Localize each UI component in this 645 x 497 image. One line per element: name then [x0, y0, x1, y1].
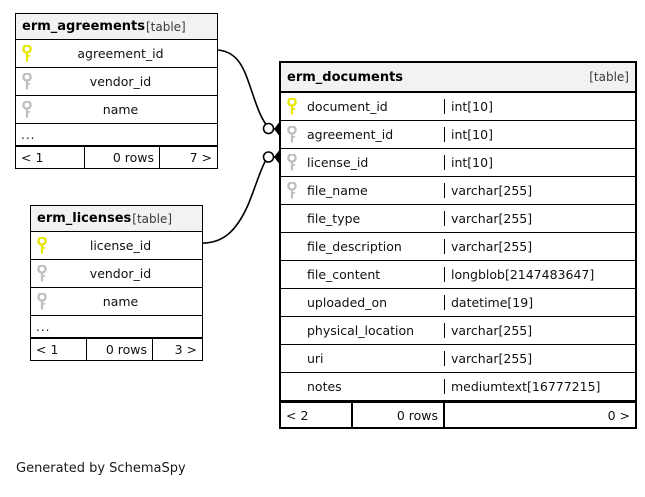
column-row-name[interactable]: name — [16, 96, 217, 124]
column-row-file-name[interactable]: file_name varchar[255] — [281, 177, 635, 205]
table-header-erm-agreements: erm_agreements [table] — [16, 14, 217, 40]
column-name: document_id — [307, 99, 388, 114]
primary-key-icon — [31, 236, 53, 255]
column-type: varchar[255] — [444, 183, 635, 198]
zero-cardinality-marker — [262, 122, 275, 135]
generator-credit: Generated by SchemaSpy — [16, 461, 186, 476]
child-count[interactable]: 7 > — [159, 147, 217, 168]
column-type: varchar[255] — [444, 351, 635, 366]
column-row-vendor-id[interactable]: vendor_id — [31, 260, 202, 288]
column-type: longblob[2147483647] — [444, 267, 635, 282]
column-row-uri[interactable]: uri varchar[255] — [281, 345, 635, 373]
primary-key-icon — [16, 44, 38, 63]
parent-count[interactable]: < 1 — [21, 150, 44, 165]
foreign-key-icon — [281, 181, 303, 200]
column-name: vendor_id — [89, 266, 152, 281]
child-count[interactable]: 3 > — [152, 339, 202, 360]
column-name: file_description — [307, 239, 402, 254]
column-row-agreement-id[interactable]: agreement_id int[10] — [281, 121, 635, 149]
table-header-erm-licenses: erm_licenses [table] — [31, 206, 202, 232]
table-kind-label: [table] — [132, 211, 173, 226]
row-count: 0 rows — [84, 147, 159, 168]
foreign-key-icon — [31, 264, 53, 283]
table-title: erm_documents — [287, 69, 404, 85]
table-footer-erm-documents: < 2 0 rows 0 > — [281, 401, 635, 427]
column-name: file_content — [307, 267, 381, 282]
table-title: erm_licenses — [37, 211, 132, 226]
column-row-physical-location[interactable]: physical_location varchar[255] — [281, 317, 635, 345]
more-columns-indicator: ... — [31, 316, 202, 338]
column-name: notes — [307, 379, 342, 394]
column-type: int[10] — [444, 127, 635, 142]
column-row-file-description[interactable]: file_description varchar[255] — [281, 233, 635, 261]
child-count[interactable]: 0 > — [443, 403, 635, 427]
column-row-uploaded-on[interactable]: uploaded_on datetime[19] — [281, 289, 635, 317]
column-name: physical_location — [307, 323, 415, 338]
foreign-key-icon — [31, 292, 53, 311]
relationship-agreements-documents — [217, 49, 279, 136]
table-erm-documents[interactable]: erm_documents [table] document_id int[10… — [279, 61, 637, 429]
column-type: varchar[255] — [444, 239, 635, 254]
column-name: name — [102, 294, 139, 309]
column-name: name — [102, 102, 139, 117]
column-row-agreement-id[interactable]: agreement_id — [16, 40, 217, 68]
column-row-name[interactable]: name — [31, 288, 202, 316]
column-row-license-id[interactable]: license_id int[10] — [281, 149, 635, 177]
parent-count[interactable]: < 1 — [36, 342, 59, 357]
column-name: license_id — [307, 155, 369, 170]
more-columns-indicator: ... — [16, 124, 217, 146]
column-type: varchar[255] — [444, 211, 635, 226]
table-kind-label: [table] — [145, 19, 186, 34]
column-row-file-content[interactable]: file_content longblob[2147483647] — [281, 261, 635, 289]
table-kind-label: [table] — [589, 70, 629, 84]
column-name: uri — [307, 351, 324, 366]
column-type: datetime[19] — [444, 295, 635, 310]
zero-cardinality-marker — [262, 151, 275, 163]
table-title: erm_agreements — [22, 19, 145, 34]
parent-count[interactable]: < 2 — [286, 407, 309, 423]
foreign-key-icon — [16, 100, 38, 119]
table-footer-erm-agreements: < 1 0 rows 7 > — [16, 146, 217, 168]
column-name: agreement_id — [77, 46, 164, 61]
foreign-key-icon — [281, 153, 303, 172]
column-row-license-id[interactable]: license_id — [31, 232, 202, 260]
column-type: varchar[255] — [444, 323, 635, 338]
table-erm-licenses[interactable]: erm_licenses [table] license_id — [30, 205, 203, 361]
column-name: vendor_id — [89, 74, 152, 89]
column-name: file_type — [307, 211, 361, 226]
column-row-file-type[interactable]: file_type varchar[255] — [281, 205, 635, 233]
primary-key-icon — [281, 97, 303, 116]
column-name: agreement_id — [307, 127, 394, 142]
column-row-document-id[interactable]: document_id int[10] — [281, 93, 635, 121]
foreign-key-icon — [16, 72, 38, 91]
column-type: int[10] — [444, 155, 635, 170]
column-name: file_name — [307, 183, 368, 198]
row-count: 0 rows — [351, 403, 443, 427]
foreign-key-icon — [281, 125, 303, 144]
table-erm-agreements[interactable]: erm_agreements [table] agreement_id — [15, 13, 218, 169]
table-header-erm-documents: erm_documents [table] — [281, 63, 635, 93]
column-row-notes[interactable]: notes mediumtext[16777215] — [281, 373, 635, 401]
column-name: uploaded_on — [307, 295, 388, 310]
row-count: 0 rows — [86, 339, 152, 360]
column-name: license_id — [89, 238, 152, 253]
column-row-vendor-id[interactable]: vendor_id — [16, 68, 217, 96]
table-footer-erm-licenses: < 1 0 rows 3 > — [31, 338, 202, 360]
column-type: mediumtext[16777215] — [444, 379, 635, 394]
column-type: int[10] — [444, 99, 635, 114]
